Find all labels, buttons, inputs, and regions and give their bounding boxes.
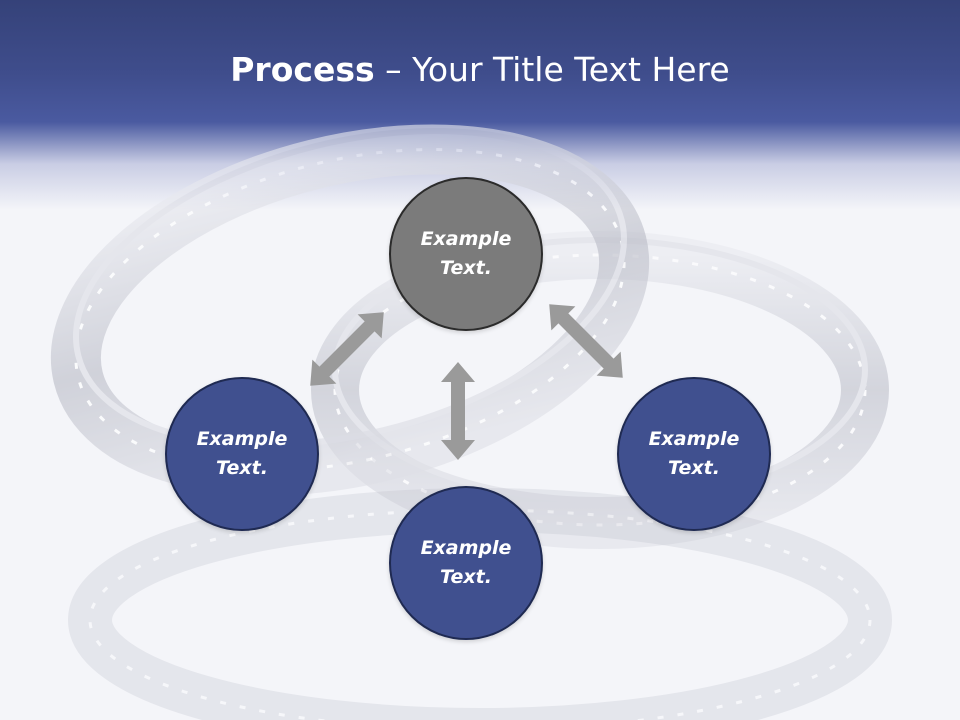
process-node-right: Example Text. bbox=[617, 377, 771, 531]
process-node-bottom: Example Text. bbox=[389, 486, 543, 640]
node-label: Example Text. bbox=[420, 228, 512, 279]
process-node-top: Example Text. bbox=[389, 177, 543, 331]
double-arrow-icon bbox=[310, 312, 384, 386]
node-label: Example Text. bbox=[648, 428, 740, 479]
node-label: Example Text. bbox=[420, 537, 512, 588]
node-label: Example Text. bbox=[196, 428, 288, 479]
page-title: Process – Your Title Text Here bbox=[0, 50, 960, 89]
double-arrow-icon bbox=[549, 304, 623, 378]
double-arrow-icon bbox=[441, 362, 475, 460]
title-bold: Process bbox=[230, 50, 375, 89]
process-node-left: Example Text. bbox=[165, 377, 319, 531]
title-rest: – Your Title Text Here bbox=[374, 50, 730, 89]
